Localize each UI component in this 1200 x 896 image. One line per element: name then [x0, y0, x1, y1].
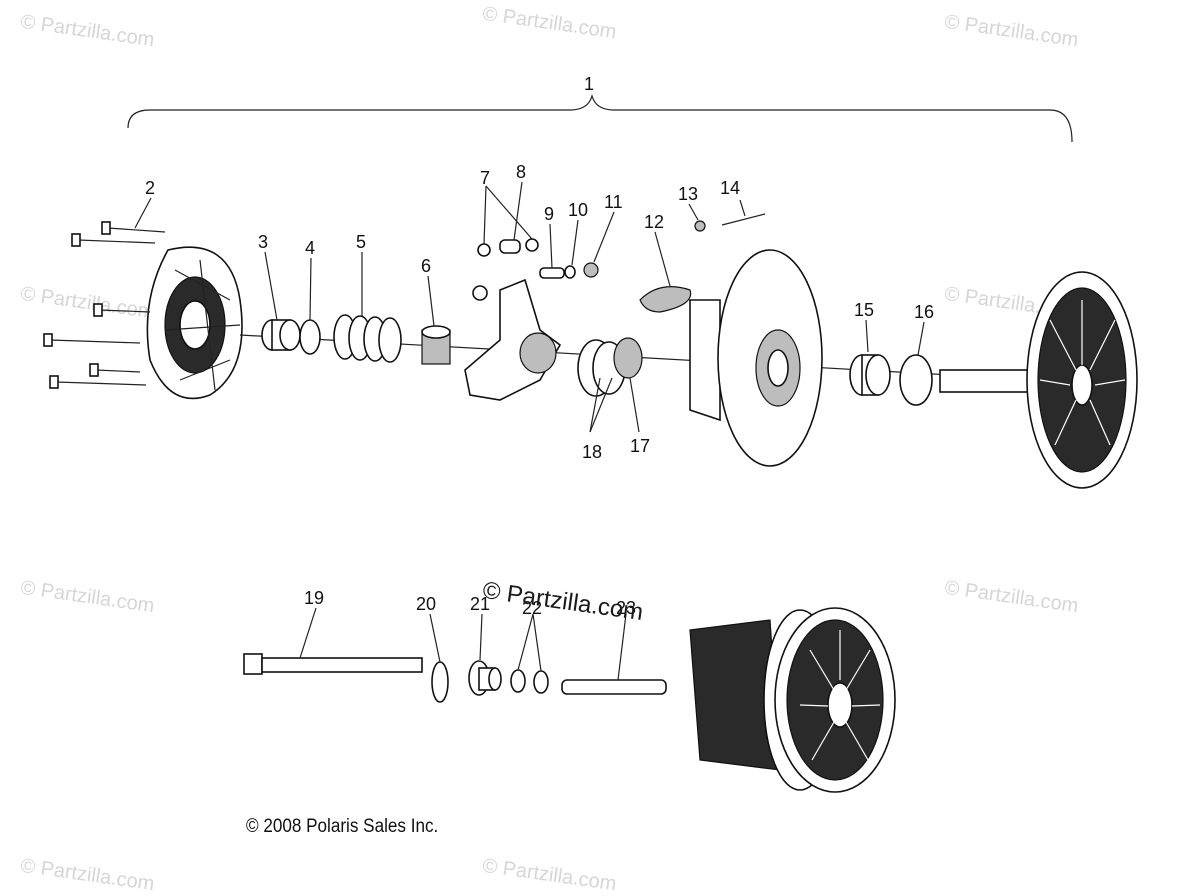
- part-10-washer: [564, 265, 576, 279]
- part-20-washer: [431, 661, 449, 703]
- callout-18: 18: [582, 442, 602, 462]
- part-12-cam-weight: [639, 286, 692, 313]
- callout-20: 20: [416, 594, 436, 614]
- callout-15: 15: [854, 300, 874, 320]
- part-3-bushing: [261, 319, 301, 351]
- part-7-washer: [477, 243, 491, 257]
- leader-lines: [134, 181, 925, 681]
- callout-21: 21: [470, 594, 490, 614]
- callout-4: 4: [305, 238, 315, 258]
- callout-23: 23: [616, 598, 636, 618]
- fixed-sheave: [939, 271, 1138, 489]
- assembled-clutch: [689, 607, 896, 793]
- assembly-bracket: [127, 93, 1073, 143]
- callout-14: 14: [720, 178, 740, 198]
- callout-7: 7: [480, 168, 490, 188]
- part-19-bolt: [243, 653, 423, 675]
- callout-10: 10: [568, 200, 588, 220]
- moveable-sheave: [689, 249, 823, 467]
- part-22-ring: [510, 669, 526, 693]
- part-23-sleeve: [561, 679, 667, 695]
- callout-12: 12: [644, 212, 664, 232]
- callout-13: 13: [678, 184, 698, 204]
- part-22-ring: [533, 670, 549, 694]
- part-6-bushing: [421, 325, 451, 365]
- part-15-bushing: [849, 354, 891, 396]
- part-9-pin: [539, 267, 565, 279]
- part-13-nut: [694, 220, 706, 232]
- callout-16: 16: [914, 302, 934, 322]
- part-17-bearing: [613, 337, 643, 379]
- callout-1: 1: [584, 74, 594, 94]
- callout-11: 11: [604, 192, 623, 212]
- callout-6: 6: [421, 256, 431, 276]
- part-16-ring: [899, 354, 933, 406]
- copyright-notice: © 2008 Polaris Sales Inc.: [246, 816, 439, 837]
- callout-8: 8: [516, 162, 526, 182]
- callout-3: 3: [258, 232, 268, 252]
- part-7-washer: [525, 238, 539, 252]
- part-21-bushing: [468, 660, 502, 696]
- callout-17: 17: [630, 436, 650, 456]
- part-2-cover: [146, 246, 243, 400]
- spider-assembly: [464, 278, 562, 401]
- callout-2: 2: [145, 178, 155, 198]
- part-14-bolt: [721, 213, 766, 226]
- callout-19: 19: [304, 588, 324, 608]
- callout-22: 22: [522, 598, 542, 618]
- part-8-roller: [499, 239, 521, 254]
- part-5-spring: [333, 314, 402, 363]
- callout-5: 5: [356, 232, 366, 252]
- part-2-bolts: [43, 221, 166, 389]
- part-11-nut: [583, 262, 599, 278]
- callout-9: 9: [544, 204, 554, 224]
- part-4-ring: [299, 319, 321, 355]
